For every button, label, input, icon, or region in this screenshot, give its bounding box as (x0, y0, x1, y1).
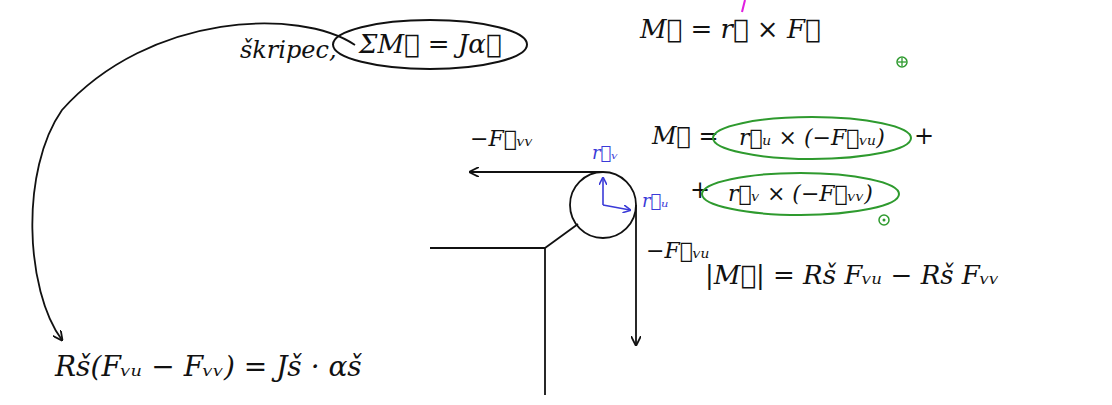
equation: Rš(Fᵥᵤ − Fᵥᵥ) = Jš · αš (55, 350, 362, 384)
plus-sign: + (914, 122, 934, 151)
circled-term: r⃗ᵤ × (−F⃗ᵥᵤ) (711, 115, 913, 161)
vector-label: r⃗ᵥ (592, 142, 618, 164)
formula: M⃗ = r⃗ × F⃗ (640, 14, 821, 45)
node-text: r⃗ᵤ × (−F⃗ᵥᵤ) (739, 125, 885, 151)
circled-formula: ΣM⃗ = Jα⃗ (331, 18, 529, 71)
circled-term: r⃗ᵥ × (−F⃗ᵥᵥ) (700, 171, 901, 217)
note-text: škripec, (240, 36, 337, 65)
force-label: −F⃗ᵥᵤ (646, 238, 710, 264)
formula: M⃗ = (652, 122, 719, 151)
node-text: r⃗ᵥ × (−F⃗ᵥᵥ) (728, 181, 873, 207)
node-text: ΣM⃗ = Jα⃗ (359, 29, 502, 60)
vector-label: r⃗ᵤ (642, 190, 669, 212)
formula: |M⃗| = Rš Fᵥᵤ − Rš Fᵥᵥ (705, 260, 999, 291)
force-label: −F⃗ᵥᵥ (470, 126, 533, 152)
